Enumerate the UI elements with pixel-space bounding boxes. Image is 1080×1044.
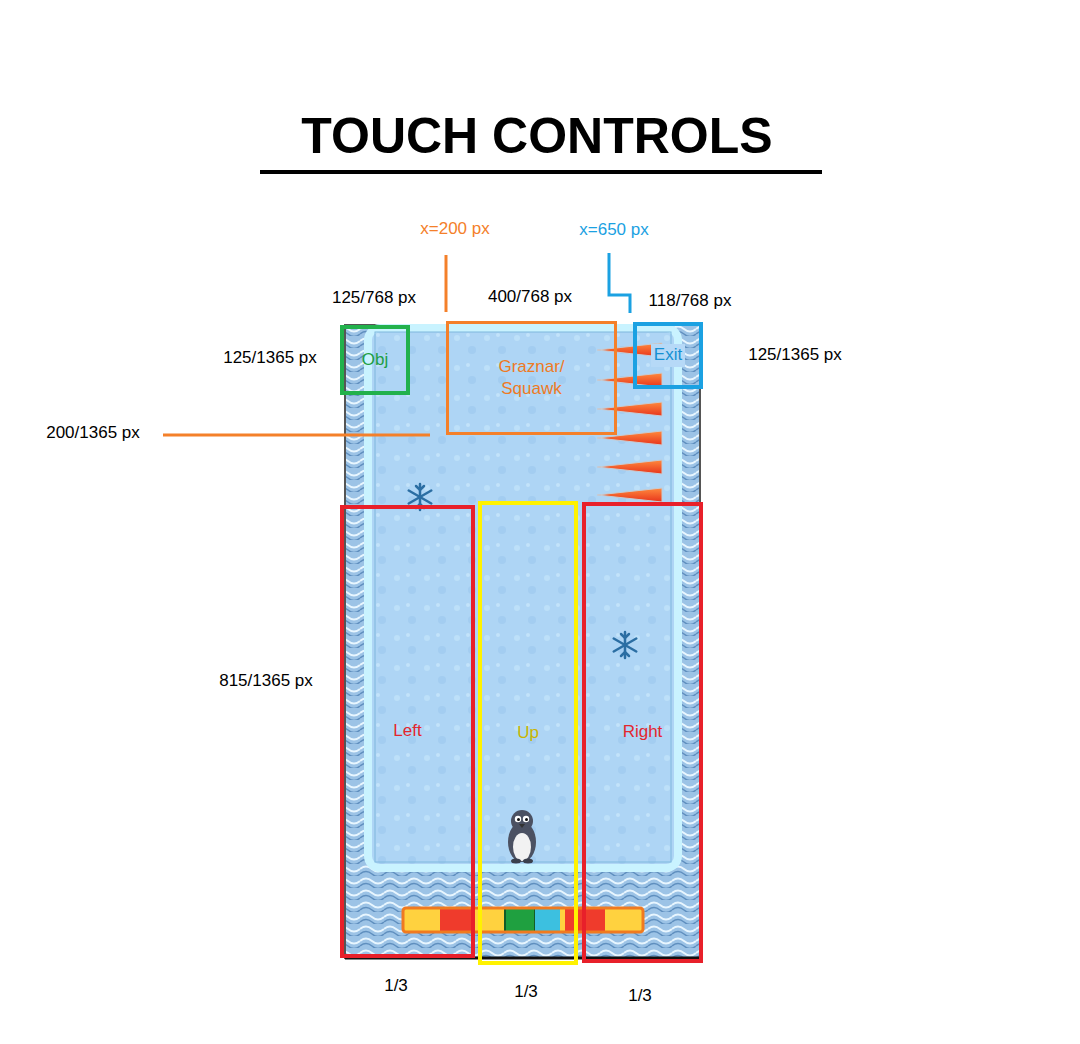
touch-zone: Up bbox=[478, 501, 578, 965]
penguin-figure-part bbox=[513, 833, 531, 861]
power-bar-part bbox=[440, 908, 475, 932]
touch-zone: Obj bbox=[340, 325, 410, 395]
zone-label: Obj bbox=[362, 349, 388, 371]
icicle-spikes bbox=[597, 343, 662, 502]
zone-label: Exit bbox=[651, 344, 685, 366]
dimension-label: 200/1365 px bbox=[46, 423, 140, 443]
zone-label: Up bbox=[517, 722, 539, 744]
game-screenshot-part bbox=[375, 332, 671, 862]
leader-line-part bbox=[609, 253, 630, 313]
snowflake-icon-part bbox=[614, 639, 637, 652]
power-bar-part bbox=[505, 908, 535, 932]
touch-zone: Graznar/ Squawk bbox=[446, 321, 617, 435]
dimension-label: 125/768 px bbox=[332, 288, 416, 308]
dimension-label: 1/3 bbox=[384, 976, 408, 996]
snowflake-icon-part bbox=[409, 491, 432, 504]
dimension-label: x=200 px bbox=[420, 219, 489, 239]
dimension-label: 400/768 px bbox=[488, 287, 572, 307]
icicle-spikes-part bbox=[597, 402, 662, 416]
icicle-spikes-part bbox=[597, 373, 662, 387]
snowflake-icon-part bbox=[409, 491, 432, 504]
dimension-label: 118/768 px bbox=[649, 291, 732, 311]
penguin-figure-part bbox=[508, 822, 536, 862]
touch-zone: Exit bbox=[633, 322, 703, 389]
diagram-title: TOUCH CONTROLS bbox=[301, 107, 772, 165]
zone-label: Left bbox=[393, 720, 421, 742]
snowflake-icon-part bbox=[621, 634, 629, 656]
penguin-figure-part bbox=[523, 859, 533, 864]
penguin-figure-part bbox=[523, 816, 529, 822]
zone-label: Right bbox=[623, 721, 663, 743]
leader-line-part bbox=[445, 255, 448, 312]
game-screenshot-part bbox=[345, 325, 700, 958]
power-bar-part bbox=[403, 908, 643, 932]
leader-line-part bbox=[163, 434, 430, 437]
dimension-label: x=650 px bbox=[579, 220, 648, 240]
dimension-label: 1/3 bbox=[628, 986, 652, 1006]
penguin-figure-part bbox=[525, 818, 528, 821]
title-underline bbox=[260, 170, 822, 174]
penguin-figure bbox=[508, 810, 536, 864]
dimension-label: 125/1365 px bbox=[748, 345, 842, 365]
icicle-spikes-part bbox=[597, 460, 662, 474]
power-bar-part bbox=[403, 908, 643, 932]
icicle-spikes-part bbox=[597, 488, 662, 502]
game-screenshot bbox=[345, 325, 700, 958]
dimension-label: 125/1365 px bbox=[223, 348, 317, 368]
dimension-label: 815/1365 px bbox=[219, 671, 313, 691]
penguin-figure-part bbox=[511, 810, 533, 832]
touch-zone: Left bbox=[340, 505, 475, 958]
dimension-label: 1/3 bbox=[514, 982, 538, 1002]
penguin-figure-part bbox=[517, 818, 520, 821]
zone-label: Graznar/ Squawk bbox=[491, 356, 573, 400]
power-bar bbox=[403, 908, 643, 932]
penguin-figure-part bbox=[511, 859, 521, 864]
snowflake-icon-part bbox=[614, 639, 637, 652]
penguin-figure-part bbox=[515, 816, 521, 822]
power-bar-part bbox=[535, 908, 560, 932]
penguin-figure-part bbox=[519, 824, 525, 828]
snowflake-icon bbox=[614, 632, 637, 658]
game-screenshot-part bbox=[368, 328, 678, 868]
touch-zone: Right bbox=[582, 502, 703, 963]
leader-line bbox=[163, 253, 630, 435]
